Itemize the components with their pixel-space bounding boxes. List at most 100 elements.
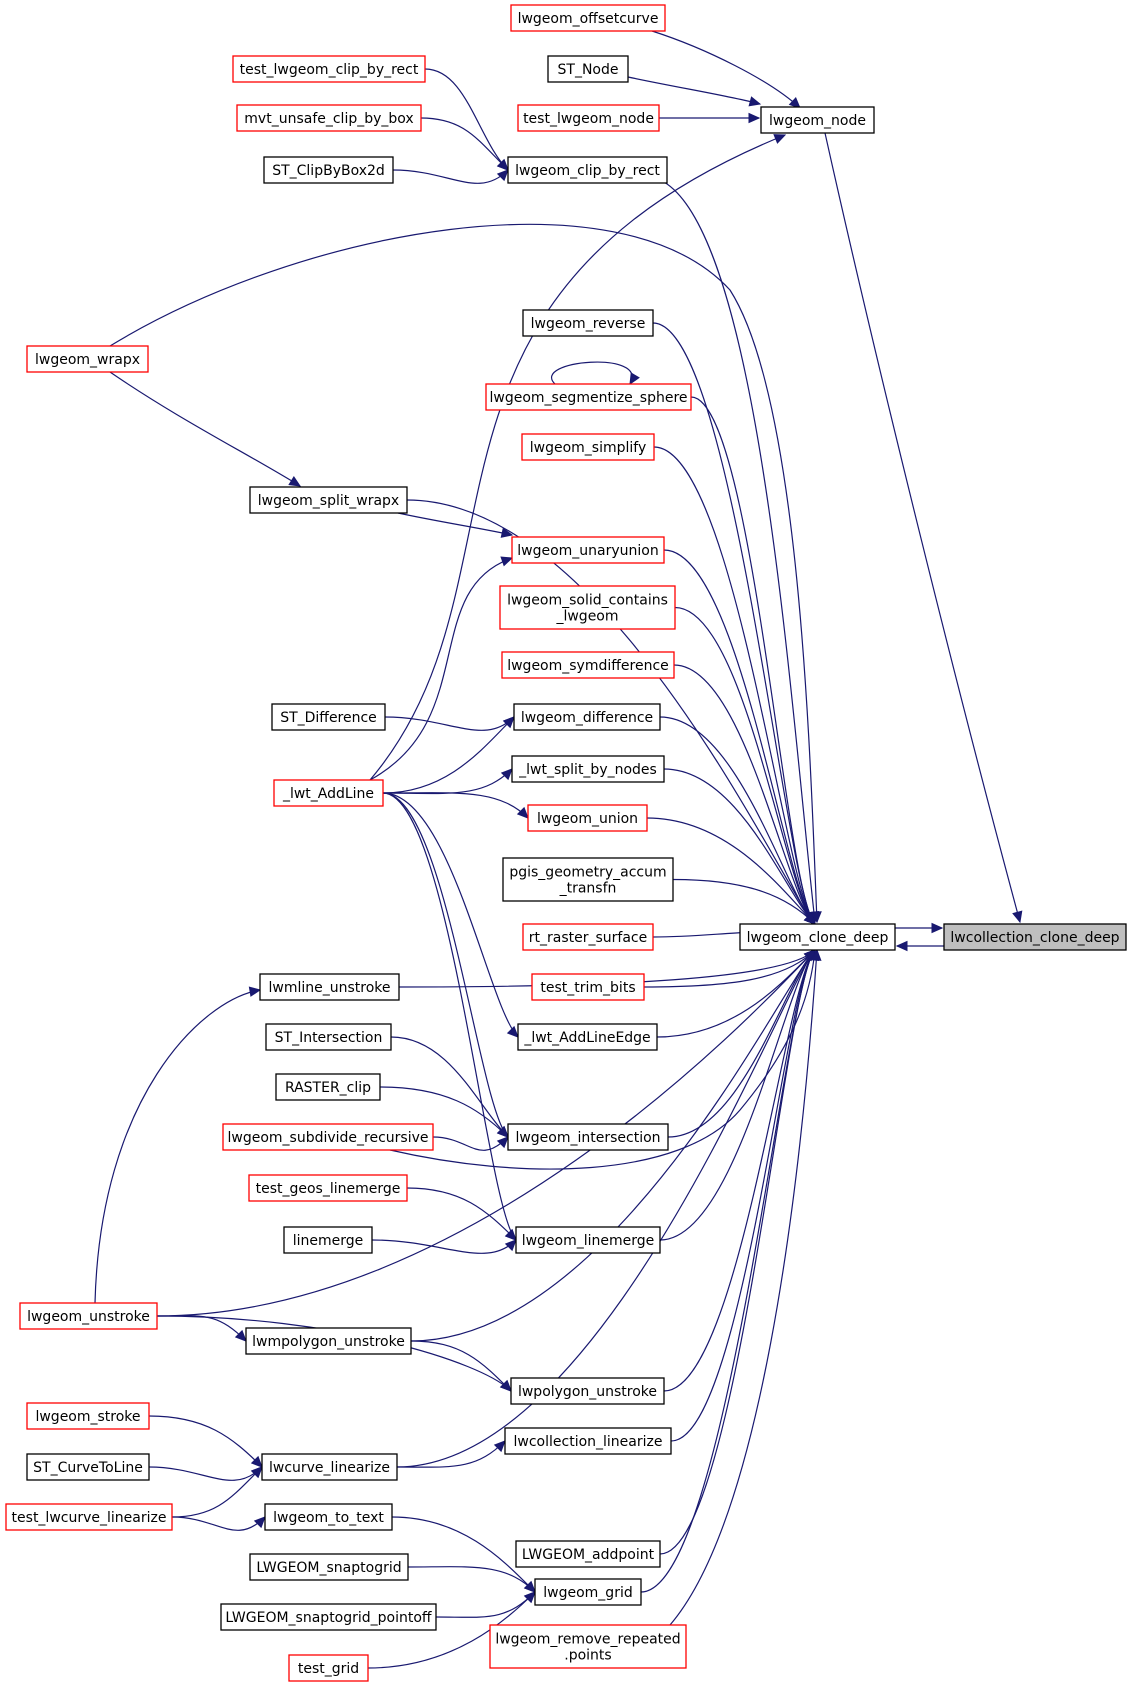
node-lwcurve_linearize[interactable]: lwcurve_linearize [261, 1453, 398, 1481]
edge-line [670, 949, 816, 1442]
arrowhead-icon [506, 1025, 519, 1038]
node-lwgeom_intersection[interactable]: lwgeom_intersection [507, 1123, 669, 1151]
node-linemerge[interactable]: linemerge [283, 1226, 373, 1254]
node-lwgeom_split_wrapx[interactable]: lwgeom_split_wrapx [249, 486, 408, 514]
node-lwgeom_linemerge[interactable]: lwgeom_linemerge [515, 1226, 661, 1254]
node-lwgeom_wrapx[interactable]: lwgeom_wrapx [26, 345, 149, 373]
node-lwgeom_union[interactable]: lwgeom_union [527, 804, 648, 832]
node-lwgeom_symdifference[interactable]: lwgeom_symdifference [501, 651, 675, 679]
node-LWGEOM_addpoint[interactable]: LWGEOM_addpoint [515, 1540, 661, 1568]
arrowhead-icon [803, 949, 816, 962]
node-_lwt_split_by_nodes[interactable]: _lwt_split_by_nodes [511, 755, 665, 783]
node-label: lwgeom_to_text [273, 1510, 384, 1526]
node-label: lwgeom_stroke [35, 1409, 140, 1425]
edge-line [663, 949, 816, 1392]
node-lwgeom_difference[interactable]: lwgeom_difference [513, 703, 661, 731]
node-box [283, 1226, 373, 1254]
node-label: test_lwcurve_linearize [12, 1510, 167, 1526]
node-lwgeom_grid[interactable]: lwgeom_grid [534, 1578, 642, 1606]
edge-lwgeom_clone_deep-to-lwcollection_clone_deep [895, 922, 944, 934]
edge-line [148, 1466, 263, 1481]
node-lwgeom_stroke[interactable]: lwgeom_stroke [26, 1402, 150, 1430]
node-lwpolygon_unstroke[interactable]: lwpolygon_unstroke [510, 1377, 665, 1405]
edge-line [396, 1440, 506, 1468]
node-rt_raster_surface[interactable]: rt_raster_surface [522, 923, 654, 951]
node-label: lwgeom_segmentize_sphere [489, 390, 687, 406]
arrowhead-icon [516, 806, 529, 819]
edge-line [551, 361, 633, 385]
node-lwgeom_simplify[interactable]: lwgeom_simplify [521, 433, 655, 461]
edge-lwgeom_solid_contains_lwgeom-to-lwgeom_clone_deep [674, 606, 816, 925]
edge-line [643, 949, 816, 988]
edge-line [410, 1340, 512, 1392]
node-label: lwcollection_clone_deep [950, 930, 1119, 946]
node-test_grid[interactable]: test_grid [288, 1654, 369, 1682]
node-test_lwgeom_node[interactable]: test_lwgeom_node [517, 104, 660, 132]
edge-lwgeom_segmentize_sphere-to-lwgeom_clone_deep [690, 396, 816, 925]
node-label: lwgeom_simplify [530, 440, 647, 456]
node-lwgeom_unstroke[interactable]: lwgeom_unstroke [19, 1302, 158, 1330]
node-lwgeom_node[interactable]: lwgeom_node [760, 106, 875, 134]
edge-line [824, 132, 1021, 923]
arrowhead-icon [500, 527, 514, 538]
node-lwmline_unstroke[interactable]: lwmline_unstroke [259, 973, 400, 1001]
edge-line [420, 117, 509, 171]
node-lwgeom_unaryunion[interactable]: lwgeom_unaryunion [511, 536, 665, 564]
node-mvt_unsafe_clip_by_box[interactable]: mvt_unsafe_clip_by_box [236, 104, 422, 132]
node-ST_Node[interactable]: ST_Node [547, 55, 629, 83]
edge-line [435, 1591, 536, 1618]
arrowhead-icon [496, 1136, 509, 1149]
node-lwgeom_remove_repeated_points[interactable]: lwgeom_remove_repeated.points [489, 1624, 687, 1669]
node-box [515, 1540, 661, 1568]
edge-mvt_unsafe_clip_by_box-to-lwgeom_clip_by_rect [420, 117, 509, 171]
node-box [501, 651, 675, 679]
node-box [261, 1453, 398, 1481]
edge-line [392, 169, 509, 184]
node-label: lwgeom_wrapx [35, 352, 140, 368]
node-lwgeom_clone_deep[interactable]: lwgeom_clone_deep [739, 923, 896, 951]
node-box [534, 1578, 642, 1606]
node-_lwt_AddLine[interactable]: _lwt_AddLine [273, 779, 384, 807]
node-ST_Difference[interactable]: ST_Difference [271, 703, 386, 731]
node-box [249, 486, 408, 514]
edge-lwgeom_reverse-to-lwgeom_clone_deep [652, 322, 816, 925]
node-lwgeom_reverse[interactable]: lwgeom_reverse [522, 309, 654, 337]
node-pgis_geometry_accum_transfn[interactable]: pgis_geometry_accum_transfn [502, 857, 674, 902]
node-lwgeom_clip_by_rect[interactable]: lwgeom_clip_by_rect [507, 156, 668, 184]
node-lwgeom_segmentize_sphere[interactable]: lwgeom_segmentize_sphere [485, 383, 692, 411]
arrowhead-icon [523, 1580, 536, 1593]
node-lwgeom_subdivide_recursive[interactable]: lwgeom_subdivide_recursive [222, 1123, 434, 1151]
node-box [760, 106, 875, 134]
node-test_lwcurve_linearize[interactable]: test_lwcurve_linearize [5, 1503, 173, 1531]
edge-LWGEOM_snaptogrid-to-lwgeom_grid [407, 1566, 536, 1593]
edge-lwcurve_linearize-to-lwcollection_linearize [396, 1440, 506, 1468]
node-lwgeom_to_text[interactable]: lwgeom_to_text [264, 1503, 393, 1531]
edge-line [171, 1466, 263, 1518]
node-label: mvt_unsafe_clip_by_box [244, 111, 413, 127]
node-LWGEOM_snaptogrid_pointoff[interactable]: LWGEOM_snaptogrid_pointoff [220, 1603, 437, 1631]
node-test_lwgeom_clip_by_rect[interactable]: test_lwgeom_clip_by_rect [232, 55, 426, 83]
node-label: LWGEOM_addpoint [522, 1547, 655, 1563]
edge-line [384, 716, 515, 731]
node-lwgeom_solid_contains_lwgeom[interactable]: lwgeom_solid_contains_lwgeom [499, 585, 676, 630]
node-ST_CurveToLine[interactable]: ST_CurveToLine [26, 1453, 150, 1481]
edge-line [397, 512, 513, 536]
edge-lwgeom_node-to-lwcollection_clone_deep [824, 132, 1023, 924]
node-box [521, 433, 655, 461]
node-ST_ClipByBox2d[interactable]: ST_ClipByBox2d [263, 156, 394, 184]
node-test_geos_linemerge[interactable]: test_geos_linemerge [248, 1174, 408, 1202]
node-LWGEOM_snaptogrid[interactable]: LWGEOM_snaptogrid [249, 1553, 409, 1581]
edge-lwgeom_unstroke-to-lwmline_unstroke [94, 986, 262, 1304]
node-lwcollection_clone_deep[interactable]: lwcollection_clone_deep [943, 923, 1127, 951]
node-label: test_lwgeom_node [523, 111, 654, 127]
node-label: test_lwgeom_clip_by_rect [240, 62, 419, 78]
node-RASTER_clip[interactable]: RASTER_clip [275, 1073, 381, 1101]
node-test_trim_bits[interactable]: test_trim_bits [531, 973, 645, 1001]
node-lwmpolygon_unstroke[interactable]: lwmpolygon_unstroke [245, 1327, 412, 1355]
edge-_lwt_AddLine-to-lwgeom_difference [382, 716, 515, 794]
node-lwcollection_linearize[interactable]: lwcollection_linearize [504, 1427, 672, 1455]
node-_lwt_AddLineEdge[interactable]: _lwt_AddLineEdge [517, 1023, 658, 1051]
node-ST_Intersection[interactable]: ST_Intersection [265, 1023, 392, 1051]
node-lwgeom_offsetcurve[interactable]: lwgeom_offsetcurve [510, 4, 666, 32]
edge-line [391, 1516, 536, 1593]
